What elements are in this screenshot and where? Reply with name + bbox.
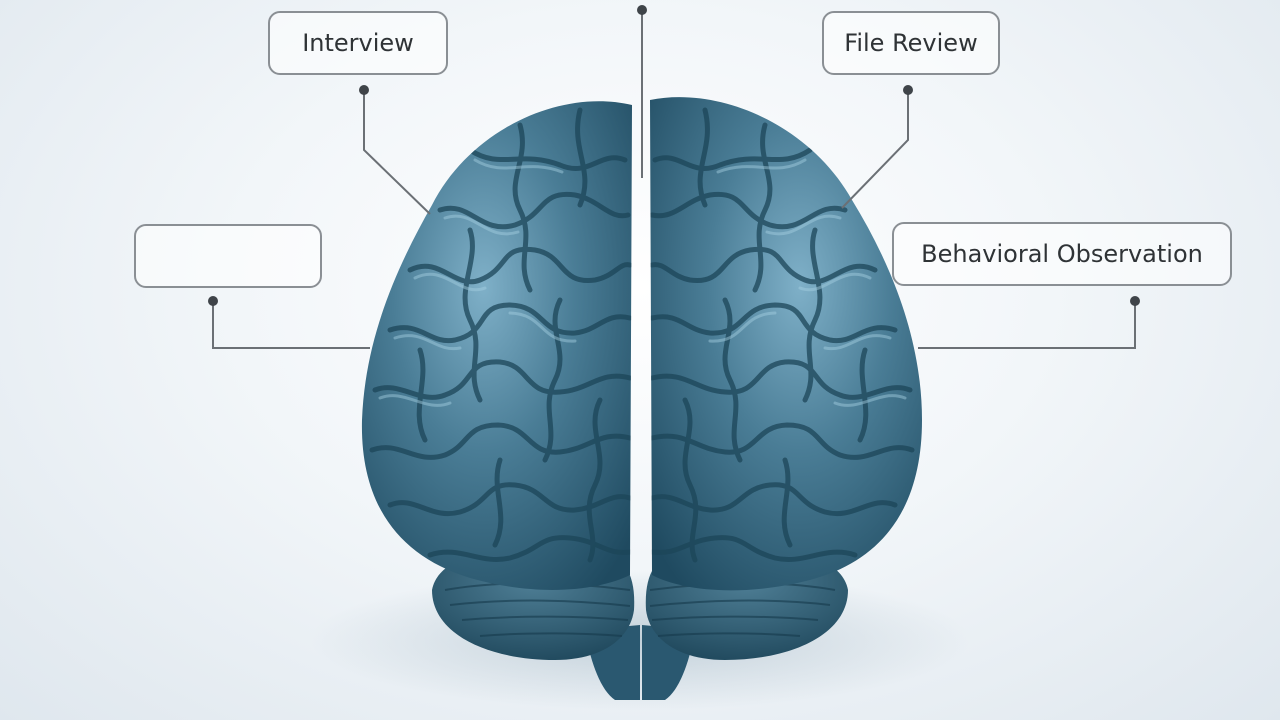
connector-left-empty — [208, 296, 370, 349]
left-hemisphere — [361, 101, 632, 590]
connector-lines — [208, 5, 1140, 349]
connector-interview — [359, 85, 431, 215]
label-file-review: File Review — [822, 11, 1000, 75]
connector-behavioral — [918, 296, 1140, 349]
connector-file-review — [841, 85, 913, 209]
connector-top — [637, 5, 647, 178]
label-interview: Interview — [268, 11, 448, 75]
right-hemisphere — [650, 97, 922, 591]
label-empty-placeholder — [134, 224, 322, 288]
label-behavioral-observation: Behavioral Observation — [892, 222, 1232, 286]
